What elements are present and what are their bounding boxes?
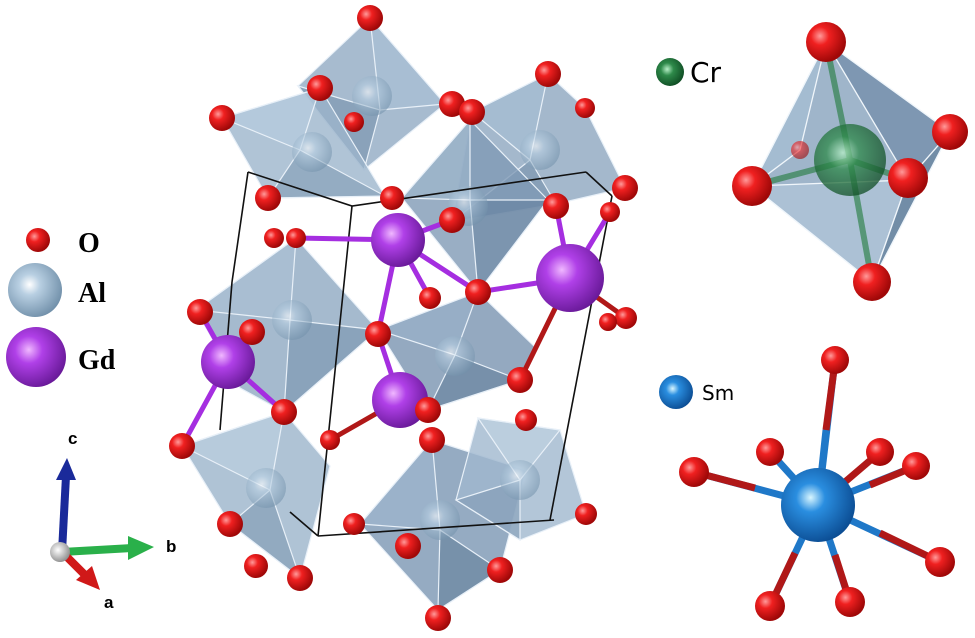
oxygen-atom (806, 22, 846, 62)
oxygen-atoms (169, 5, 638, 631)
alo6-octahedra (180, 16, 626, 612)
oxygen-atom (925, 547, 955, 577)
oxygen-atom (600, 202, 620, 222)
oxygen-atom (344, 112, 364, 132)
oxygen-atom (465, 279, 491, 305)
oxygen-atom (866, 438, 894, 466)
oxygen-atom (756, 438, 784, 466)
oxygen-atom (187, 299, 213, 325)
axis-triad: c b a (50, 429, 176, 612)
aluminum-atom (520, 130, 560, 170)
oxygen-atom (439, 207, 465, 233)
legend-label-al: Al (78, 278, 106, 309)
oxygen-atom (343, 513, 365, 535)
axis-c-arrow-icon (56, 458, 76, 480)
oxygen-atom (507, 367, 533, 393)
oxygen-atom (419, 287, 441, 309)
cr-legend-icon (656, 58, 684, 86)
oxygen-atom (425, 605, 451, 631)
oxygen-atom (255, 185, 281, 211)
oxygen-atom (575, 98, 595, 118)
oxygen-atom (271, 399, 297, 425)
oxygen-atom (487, 557, 513, 583)
gadolinium-atom (371, 213, 425, 267)
oxygen-atom (888, 158, 928, 198)
oxygen-atom (239, 319, 265, 345)
legend-oxygen-icon (26, 228, 50, 252)
oxygen-atom (612, 175, 638, 201)
main-structure (169, 5, 638, 631)
oxygen-atom (835, 587, 865, 617)
oxygen-atom (380, 186, 404, 210)
oxygen-atom (395, 533, 421, 559)
oxygen-atom (357, 5, 383, 31)
oxygen-atom (287, 565, 313, 591)
aluminum-atom (246, 468, 286, 508)
oxygen-atom (286, 228, 306, 248)
oxygen-atom (244, 554, 268, 578)
legend-aluminum-icon (8, 263, 62, 317)
oxygen-atom (575, 503, 597, 525)
oxygen-atom (419, 427, 445, 453)
oxygen-atom (264, 228, 284, 248)
aluminum-atom (292, 132, 332, 172)
oxygen-atom (902, 452, 930, 480)
oxygen-atom (679, 457, 709, 487)
oxygen-atom (365, 321, 391, 347)
gadolinium-atom (536, 244, 604, 312)
legend-label-o: O (78, 228, 100, 259)
aluminum-atom (420, 500, 460, 540)
aluminum-atom (500, 460, 540, 500)
oxygen-atom (791, 141, 809, 159)
cr-inset: Cr (656, 22, 968, 301)
gadolinium-atom (372, 372, 428, 428)
aluminum-atom (272, 300, 312, 340)
oxygen-atom (169, 433, 195, 459)
oxygen-atom (515, 409, 537, 431)
axis-label-a: a (104, 593, 114, 612)
axis-origin (50, 542, 70, 562)
cr-label: Cr (690, 56, 722, 89)
oxygen-atom (853, 263, 891, 301)
oxygen-atom (320, 430, 340, 450)
legend: O Al Gd (6, 228, 116, 387)
aluminum-atom (435, 336, 475, 376)
legend-gadolinium-icon (6, 327, 66, 387)
axis-a-arrow-icon (76, 566, 100, 590)
oxygen-atom (415, 397, 441, 423)
oxygen-atom (732, 166, 772, 206)
sm-label: Sm (702, 381, 734, 405)
gadolinium-atom (201, 335, 255, 389)
sm-inset: Sm (659, 346, 955, 621)
aluminum-atoms (246, 76, 560, 540)
axis-label-c: c (68, 429, 77, 448)
oxygen-atom (459, 99, 485, 125)
gadolinium-atoms (201, 213, 604, 428)
axis-label-b: b (166, 537, 176, 556)
aluminum-atom (352, 76, 392, 116)
oxygen-atom (615, 307, 637, 329)
oxygen-atom (439, 91, 465, 117)
oxygen-atom (755, 591, 785, 621)
oxygen-atom (932, 114, 968, 150)
oxygen-atom (307, 75, 333, 101)
sm-legend-icon (659, 375, 693, 409)
axis-b-arrow-icon (128, 536, 154, 560)
oxygen-atom (217, 511, 243, 537)
chromium-atom (814, 124, 886, 196)
legend-label-gd: Gd (78, 345, 116, 376)
oxygen-atom (209, 105, 235, 131)
oxygen-atom (535, 61, 561, 87)
samarium-atom (781, 468, 855, 542)
oxygen-atom (599, 313, 617, 331)
oxygen-atom (543, 193, 569, 219)
oxygen-atom (821, 346, 849, 374)
